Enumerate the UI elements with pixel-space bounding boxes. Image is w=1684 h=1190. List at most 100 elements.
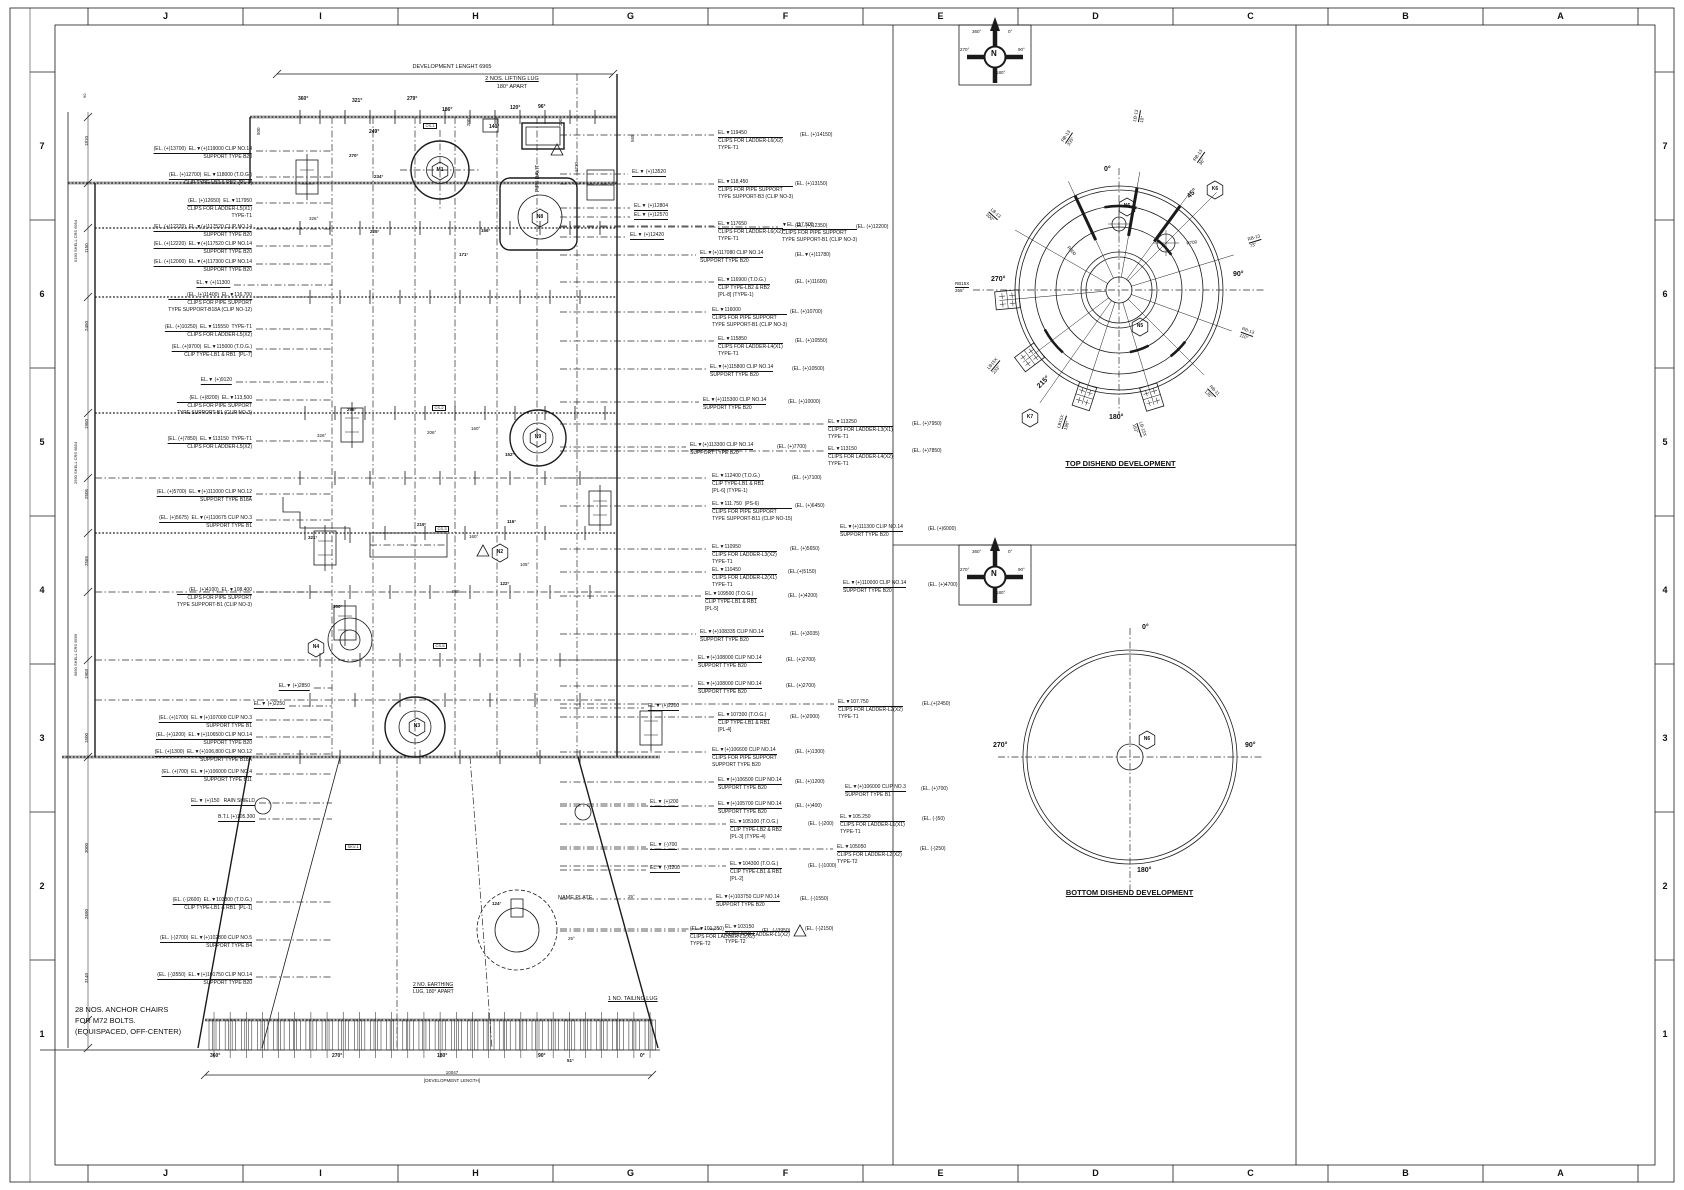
grid-col-A: A bbox=[1557, 1168, 1564, 1178]
elevation-ref: (EL. (+)7100) bbox=[792, 475, 822, 481]
elevation-ref: (EL. (+)11600) bbox=[795, 279, 828, 285]
label: 0° bbox=[1104, 166, 1111, 173]
label: 0° bbox=[1142, 624, 1149, 631]
hex-tag bbox=[491, 543, 509, 563]
label: [DEVELOPMENT LENGTH] bbox=[424, 1078, 480, 1083]
label: 90 bbox=[82, 93, 87, 98]
elevation-annotation: (EL. (+)12700) EL.▼118000 (T.O.G.)CLIP T… bbox=[168, 172, 252, 186]
label: 186° bbox=[442, 107, 453, 113]
label: 500 bbox=[256, 127, 261, 135]
elevation-ref: (EL.(+)5150) bbox=[788, 569, 817, 575]
bottom-dishend-title: BOTTOM DISHEND DEVELOPMENT bbox=[1065, 888, 1194, 897]
compass-label: 90° bbox=[1018, 567, 1025, 572]
label: 5850 SHELL CRS 6569 bbox=[73, 633, 78, 676]
label: CS-5 bbox=[433, 643, 448, 650]
elevation-ref: (EL. (+)10000) bbox=[788, 399, 821, 405]
label: LUG, 180° APART bbox=[413, 989, 454, 995]
label: 565 bbox=[630, 134, 635, 142]
grid-row-3: 3 bbox=[1662, 733, 1668, 743]
label: 1150 bbox=[84, 243, 89, 253]
label: R700 bbox=[1186, 239, 1198, 246]
north-compass-bottom bbox=[967, 537, 1023, 603]
elevation-ref: (EL. (+)4200) bbox=[788, 593, 818, 599]
elevation-annotation: EL.▼ (+)150 RAIN SHIELD bbox=[191, 798, 255, 806]
label: 270° bbox=[991, 276, 1006, 283]
label: CS-1 bbox=[423, 123, 438, 130]
label: 45° bbox=[1186, 187, 1199, 200]
label: 1 NO. TAILING LUG bbox=[608, 996, 658, 1002]
elevation-ref: (EL. (-)1550) bbox=[800, 896, 829, 902]
elevation-annotation: EL.▼112400 (T.O.G.)CLIP TYPE-LB1 & RB1[P… bbox=[712, 473, 764, 494]
elevation-ref: (EL. (-)2150) bbox=[805, 926, 834, 932]
label: 122° bbox=[500, 581, 510, 586]
elevation-ref: (EL. (+)3035) bbox=[790, 631, 820, 637]
top-dishend-title: TOP DISHEND DEVELOPMENT bbox=[1065, 459, 1176, 468]
elevation-annotation: B.T.L (+)105.300 bbox=[218, 814, 255, 822]
elevation-annotation: EL.▼ (-)1200 bbox=[650, 865, 680, 873]
label: 270° bbox=[993, 742, 1008, 749]
elevation-ref: (EL. (+)1200) bbox=[795, 779, 825, 785]
elevation-ref: (EL. (+)2700) bbox=[786, 657, 816, 663]
label: 116° bbox=[507, 519, 517, 524]
label: 2590 SHELL CRS 6854 bbox=[73, 441, 78, 484]
elevation-ref: (EL. (+)1300) bbox=[795, 749, 825, 755]
grid-col-C: C bbox=[1247, 1168, 1254, 1178]
outer-border bbox=[9, 7, 1675, 1183]
warning-triangle bbox=[793, 924, 807, 937]
label: 2 NOS. LIFTING LUG bbox=[485, 76, 539, 82]
grid-col-H: H bbox=[472, 11, 479, 21]
label: 2690 bbox=[84, 908, 89, 919]
nozzles-and-details bbox=[254, 118, 615, 971]
label: 270° bbox=[332, 1053, 343, 1059]
hex-tag-label: N6 bbox=[1123, 202, 1131, 209]
compass-label: 180° bbox=[996, 590, 1006, 595]
grid-col-I: I bbox=[319, 1168, 322, 1178]
course-seams bbox=[95, 74, 617, 757]
elevation-ref: (EL. (+)12200) bbox=[856, 224, 889, 230]
label: 200 bbox=[466, 118, 471, 126]
elevation-annotation: EL.▼104300 (T.O.G.)CLIP TYPE-LB1 & RB1[P… bbox=[730, 861, 782, 882]
label: 326° bbox=[309, 216, 319, 221]
warning-triangle bbox=[550, 143, 564, 156]
hex-tag bbox=[529, 428, 547, 448]
label: 326° bbox=[317, 433, 327, 438]
elevation-annotation: EL.▼ (+)13520 bbox=[632, 169, 666, 177]
compass-label: 360° bbox=[972, 29, 982, 34]
label: NAME PLATE bbox=[558, 895, 593, 901]
label: 96° bbox=[538, 104, 546, 110]
compass-label: N bbox=[991, 49, 997, 58]
elevation-ref: (EL. (+)10550) bbox=[795, 338, 828, 344]
label: (EQUISPACED, OFF-CENTER) bbox=[75, 1027, 182, 1036]
label: DEVELOPMENT LENGHT 6965 bbox=[412, 64, 492, 70]
elevation-annotation: EL.▼ (-)700 bbox=[650, 842, 678, 850]
grid-row-5: 5 bbox=[1662, 437, 1668, 447]
